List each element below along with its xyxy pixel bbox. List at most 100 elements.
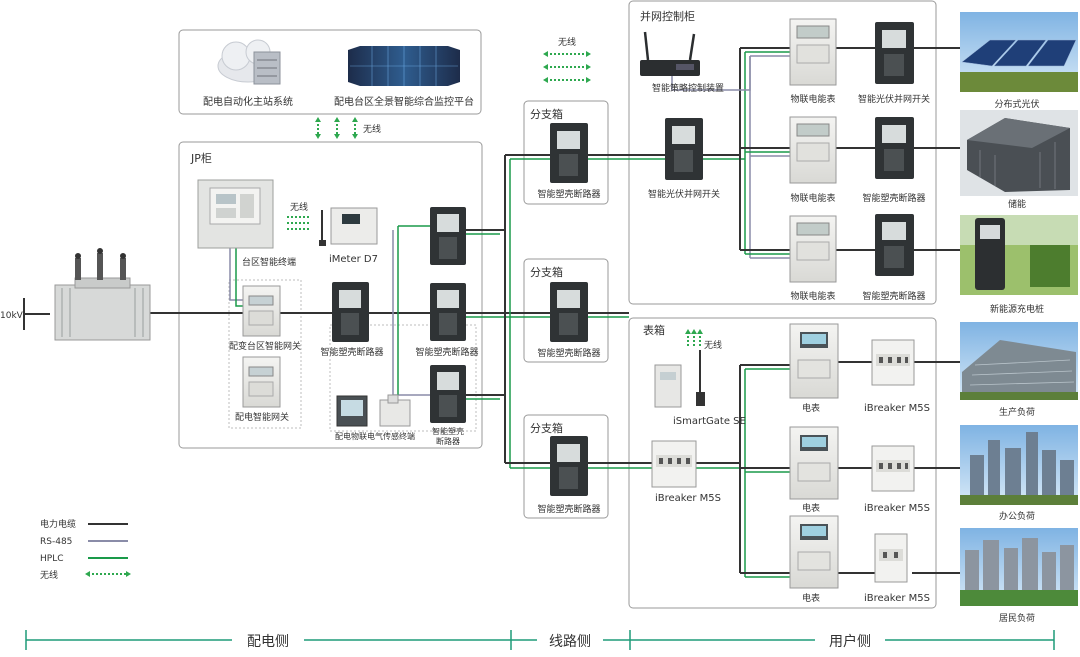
solar-panel-icon [960,12,1078,92]
sensor-terminal-icon [336,394,411,427]
branch-box-1-device: 智能塑壳断路器 [537,188,600,200]
jp-breaker3-label-line2: 断路器 [436,436,460,446]
branch-breaker-3 [550,436,588,496]
gateway1-label: 配变台区智能网关 [229,340,301,352]
grid-device-2 [875,117,914,179]
residential-icon [960,528,1078,606]
jp-dotted-group-2 [329,324,477,432]
jp-cabinet-box [178,141,483,449]
meter-row-2-meter: 电表 [802,502,820,514]
grid-row-1-device: 智能光伏并网开关 [858,93,930,105]
labels: 配电自动化主站系统 配电台区全景智能综合监控平台 无线 无线 10kV JP柜 … [0,9,1044,650]
legend [88,523,128,559]
section-bar [25,630,1055,650]
wireless-markers [88,53,701,575]
load-label-storage: 储能 [1008,198,1026,210]
load-label-ev: 新能源充电桩 [990,303,1044,315]
grid-row-2-meter: 物联电能表 [790,192,835,204]
meter-row-3-breaker: iBreaker M5S [864,593,930,604]
meter-box-title: 表箱 [643,323,665,337]
distribution-terminal-icon [197,179,274,249]
legend-rs485-label: RS-485 [40,537,72,547]
ev-charger-icon [960,215,1078,295]
jp-dotted-group [228,279,302,429]
user-breaker-1 [871,339,915,386]
branch-wireless-label: 无线 [558,36,576,48]
branch-box-3 [523,414,609,519]
transformer-icon [54,248,151,341]
jp-breaker-bottom [430,365,466,423]
top-wireless-label: 无线 [363,123,381,135]
branch-box-2-title: 分支箱 [530,265,563,279]
legend-hplc-label: HPLC [40,554,64,564]
user-meter-2 [789,426,839,500]
gateway-2-icon [242,356,281,408]
sensor-label: 配电物联电气传感终端 [335,431,415,441]
wireless-arrowheads [85,51,703,577]
voltage-label: 10kV [0,311,24,321]
ismartgate-label: iSmartGate SE [673,416,746,427]
load-label-production: 生产负荷 [999,406,1035,418]
meter-row-1-breaker: iBreaker M5S [864,403,930,414]
user-meter-1 [789,323,839,399]
load-label-solar: 分布式光伏 [994,98,1039,110]
iot-meter-1 [789,18,837,86]
jp-breaker2-label: 智能塑壳断路器 [415,346,478,358]
grid-control-cabinet-box [628,0,937,305]
top-system-label-1: 配电自动化主站系统 [203,95,293,108]
gateway-1-icon [242,285,281,337]
branch-box-1 [523,100,609,205]
jp-breaker3-label-line1: 智能塑壳 [432,426,464,436]
jp-breaker-main-label: 智能塑壳断路器 [320,346,383,358]
imeter-label: iMeter D7 [329,254,378,265]
iot-meter-3 [789,215,837,283]
jp-cabinet-title: JP柜 [190,152,212,165]
jp-breaker-top [430,207,466,265]
user-meter-3 [789,515,839,589]
gateway2-label: 配电智能网关 [235,411,289,423]
cloud-server-icon [217,39,281,85]
branch-box-3-device: 智能塑壳断路器 [537,503,600,515]
factory-icon [960,322,1078,400]
meter-row-2-breaker: iBreaker M5S [864,503,930,514]
section-label-distribution: 配电侧 [247,634,289,650]
grid-row-3-meter: 物联电能表 [790,290,835,302]
top-system-label-2: 配电台区全景智能综合监控平台 [334,95,474,108]
monitor-wall-icon [348,46,460,86]
legend-wireless-label: 无线 [40,569,58,581]
branch-box-1-title: 分支箱 [530,107,563,121]
load-label-office: 办公负荷 [999,510,1035,522]
ibreaker-main-icon [651,440,697,488]
meter-row-3-meter: 电表 [802,592,820,604]
ismartgate-icon [654,350,705,408]
branch-box-2 [523,258,609,363]
branch-breaker-1 [550,123,588,183]
pv-grid-switch-main [665,118,703,180]
jp-wireless-label: 无线 [290,201,308,213]
grid-row-3-device: 智能塑壳断路器 [862,290,925,302]
jp-terminal-label: 台区智能终端 [242,256,296,268]
user-breaker-3 [874,533,908,583]
pv-switch-label: 智能光伏并网开关 [648,188,720,200]
legend-power-label: 电力电缆 [40,518,76,530]
energy-storage-icon [960,110,1078,196]
grid-cabinet-title: 并网控制柜 [640,9,695,23]
load-label-residential: 居民负荷 [999,612,1035,624]
branch-box-3-title: 分支箱 [530,421,563,435]
main-ibreaker-label: iBreaker M5S [655,493,721,504]
iot-meter-2 [789,116,837,184]
meter-row-1-meter: 电表 [802,402,820,414]
grid-row-1-meter: 物联电能表 [790,93,835,105]
meter-box-wireless-label: 无线 [704,339,722,351]
branch-box-2-device: 智能塑壳断路器 [537,347,600,359]
section-label-line: 线路侧 [549,634,591,650]
grid-device-1 [875,22,914,84]
jp-breaker-main [332,282,369,342]
grid-row-2-device: 智能塑壳断路器 [862,192,925,204]
section-label-user: 用户侧 [829,633,871,650]
strategy-controller-icon [640,31,700,76]
branch-breaker-2 [550,282,588,342]
connection-lines [23,47,960,578]
grid-device-3 [875,214,914,276]
